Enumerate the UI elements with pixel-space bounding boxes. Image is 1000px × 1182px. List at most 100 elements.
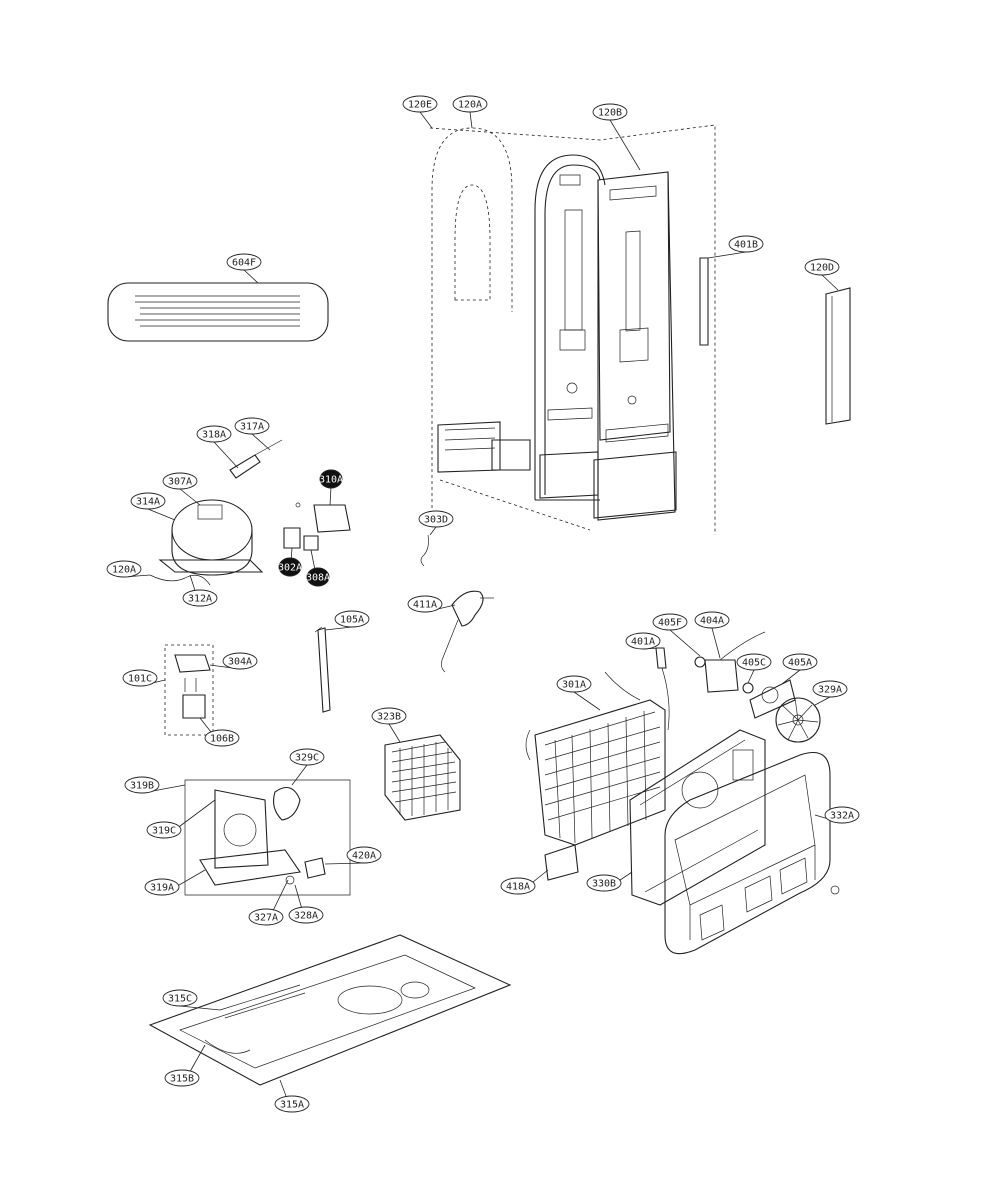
callout-106b: 106B bbox=[199, 717, 240, 747]
callout-oval bbox=[402, 95, 438, 113]
callout-418a: 418A bbox=[500, 869, 549, 895]
callout-label: 319B bbox=[130, 781, 154, 792]
callout-label: 405C bbox=[742, 658, 766, 669]
callout-oval bbox=[146, 821, 182, 839]
callout-oval bbox=[182, 589, 218, 607]
callout-oval bbox=[144, 878, 180, 896]
callout-120d: 120D bbox=[804, 258, 840, 291]
callout-oval bbox=[346, 846, 382, 864]
callout-120a: 120A bbox=[106, 560, 151, 578]
callout-label: 401B bbox=[734, 240, 758, 251]
callout-leader-line bbox=[179, 1005, 221, 1011]
callout-315b: 315B bbox=[164, 1044, 206, 1087]
compressor-group bbox=[149, 439, 351, 586]
callout-leader-line bbox=[469, 111, 473, 129]
callout-label: 304A bbox=[228, 657, 252, 668]
callout-label: 120A bbox=[458, 100, 482, 111]
callout-label: 315C bbox=[168, 994, 192, 1005]
callout-302a: 302A bbox=[278, 547, 302, 577]
callout-label: 323B bbox=[377, 712, 401, 723]
callout-label: 401A bbox=[631, 637, 655, 648]
callout-oval bbox=[204, 729, 240, 747]
callout-oval bbox=[106, 560, 142, 578]
callout-label: 105A bbox=[340, 615, 364, 626]
callout-318a: 318A bbox=[196, 425, 239, 469]
callout-label: 120B bbox=[598, 108, 622, 119]
callout-label: 418A bbox=[506, 882, 530, 893]
callout-label: 312A bbox=[188, 594, 212, 605]
callout-310a: 310A bbox=[319, 469, 343, 506]
callout-label: 319A bbox=[150, 883, 174, 894]
callout-401a: 401A bbox=[625, 632, 661, 650]
callout-label: 120A bbox=[112, 565, 136, 576]
callout-leader-line bbox=[429, 526, 437, 536]
callout-oval bbox=[278, 557, 302, 577]
callout-oval bbox=[164, 1069, 200, 1087]
callout-332a: 332A bbox=[814, 806, 860, 824]
callout-label: 420A bbox=[352, 851, 376, 862]
callout-oval bbox=[736, 653, 772, 671]
drain-pan-group bbox=[184, 779, 351, 896]
callout-leader-line bbox=[814, 696, 831, 706]
callout-405c: 405C bbox=[736, 653, 772, 684]
callout-304a: 304A bbox=[209, 652, 258, 670]
callout-label: 329C bbox=[295, 753, 319, 764]
callout-oval bbox=[728, 235, 764, 253]
callout-oval bbox=[452, 95, 488, 113]
callout-oval bbox=[319, 469, 343, 489]
callout-120e: 120E bbox=[402, 95, 438, 129]
door-panel-assembly bbox=[429, 124, 851, 535]
callout-leader-line bbox=[669, 629, 701, 657]
callout-label: 310A bbox=[319, 475, 343, 486]
callout-307a: 307A bbox=[162, 472, 201, 506]
callout-oval bbox=[500, 877, 536, 895]
callout-label: 329A bbox=[818, 685, 842, 696]
callout-leader-line bbox=[711, 627, 721, 659]
callout-oval bbox=[824, 806, 860, 824]
callout-label: 405A bbox=[788, 658, 812, 669]
grille-604f bbox=[107, 282, 329, 342]
evaporator-assembly bbox=[525, 631, 840, 955]
callout-120a: 120A bbox=[452, 95, 488, 129]
callout-label: 318A bbox=[202, 430, 226, 441]
callout-leader-line bbox=[781, 669, 801, 685]
callout-323b: 323B bbox=[371, 707, 407, 743]
callout-oval bbox=[162, 472, 198, 490]
callout-leader-line bbox=[213, 441, 239, 469]
callout-oval bbox=[407, 595, 443, 613]
callout-label: 330B bbox=[592, 879, 616, 890]
callout-leader-line bbox=[179, 488, 201, 506]
callout-oval bbox=[162, 989, 198, 1007]
callout-label: 319C bbox=[152, 826, 176, 837]
callout-120b: 120B bbox=[592, 103, 641, 171]
callout-oval bbox=[586, 874, 622, 892]
callout-oval bbox=[418, 510, 454, 528]
callout-oval bbox=[804, 258, 840, 276]
callout-314a: 314A bbox=[130, 492, 176, 521]
callout-leader-line bbox=[747, 669, 755, 684]
callout-328a: 328A bbox=[288, 884, 324, 924]
callout-327a: 327A bbox=[248, 879, 289, 926]
callout-411a: 411A bbox=[407, 595, 456, 613]
callout-420a: 420A bbox=[324, 846, 382, 865]
callout-label: 106B bbox=[210, 734, 234, 745]
callout-105a: 105A bbox=[324, 610, 370, 631]
callout-leader-line bbox=[291, 764, 308, 786]
callout-oval bbox=[222, 652, 258, 670]
callout-oval bbox=[289, 748, 325, 766]
callout-oval bbox=[556, 675, 592, 693]
callout-401b: 401B bbox=[707, 235, 764, 259]
callout-oval bbox=[334, 610, 370, 628]
callout-319a: 319A bbox=[144, 869, 206, 896]
callout-oval bbox=[226, 253, 262, 271]
callout-oval bbox=[625, 632, 661, 650]
callout-label: 120D bbox=[810, 263, 834, 274]
base-plate bbox=[148, 934, 512, 1086]
callout-312a: 312A bbox=[182, 574, 218, 607]
callout-label: 604F bbox=[232, 258, 256, 269]
callout-oval bbox=[371, 707, 407, 725]
wire-parts bbox=[420, 534, 494, 673]
callout-oval bbox=[812, 680, 848, 698]
callout-label: 314A bbox=[136, 497, 160, 508]
